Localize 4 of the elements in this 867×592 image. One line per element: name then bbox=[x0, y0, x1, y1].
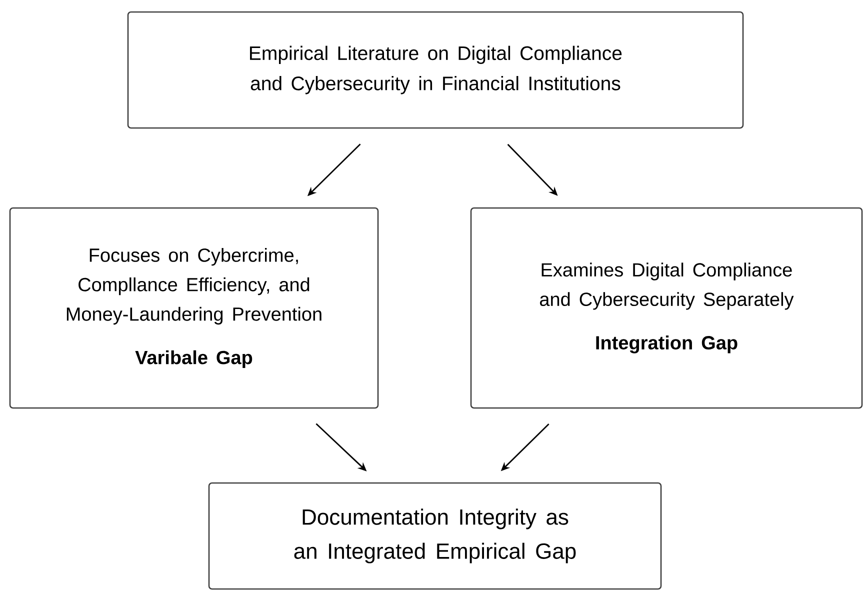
text-box: Focuses on Cybercrime, Compllance Efficiency, and Money-Laundering Prevention Varibale Gap bbox=[9, 207, 379, 409]
text-box: Empirical Literature on Digital Compliance and Cybersecurity in Financial Institutions bbox=[127, 11, 744, 129]
text-box: Examines Digital Compliance and Cybersecurity Separately Integration Gap bbox=[470, 207, 863, 409]
text-box: Documentation Integrity as an Integrated Empirical Gap bbox=[208, 482, 662, 590]
